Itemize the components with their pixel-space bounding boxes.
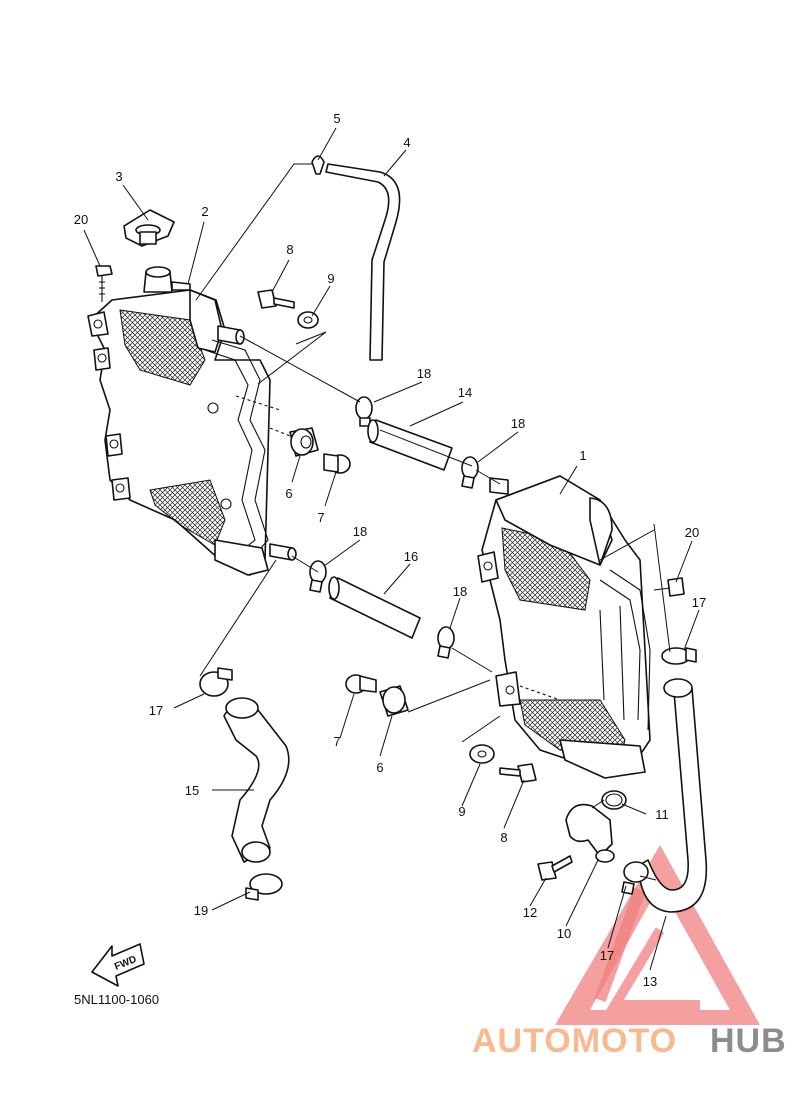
- bolt-8-upper: [257, 289, 295, 309]
- hose-15: [223, 697, 290, 863]
- callout-18-c: 18: [353, 524, 367, 539]
- callout-14: 14: [458, 385, 472, 400]
- callout-labels: 1 2 3 4 5 6 6 7 7 8 8 9 9 10 11 12 13 14…: [74, 111, 706, 989]
- watermark-text: AUTOMOTO HUB: [472, 1022, 787, 1060]
- callout-17-right: 17: [692, 595, 706, 610]
- fwd-arrow: FWD: [91, 943, 145, 987]
- left-radiator: [87, 266, 297, 576]
- pipe-hose-14: [367, 419, 453, 471]
- callout-12: 12: [523, 905, 537, 920]
- o-ring-11: [601, 790, 627, 810]
- hose-clamp-17-right: [661, 647, 697, 665]
- collar-7-lower: [345, 674, 377, 694]
- pipe-hose-16: [328, 576, 421, 639]
- callout-1: 1: [579, 448, 586, 463]
- bolt-20-right: [653, 577, 685, 597]
- callout-9-upper: 9: [327, 271, 334, 286]
- callout-20-left: 20: [74, 212, 88, 227]
- hose-joint-10: [565, 803, 615, 863]
- hose-clamp-18-a: [355, 396, 373, 427]
- grommet-6-lower: [379, 685, 409, 717]
- callout-leaders: [83, 127, 700, 971]
- right-radiator: [477, 475, 651, 779]
- hose-clamp-18-b: [461, 456, 479, 489]
- callout-7-upper: 7: [317, 510, 324, 525]
- callout-8-lower: 8: [500, 830, 507, 845]
- callout-8-upper: 8: [286, 242, 293, 257]
- grommet-6-upper: [289, 427, 319, 457]
- collar-9-lower: [469, 744, 495, 764]
- callout-20-right: 20: [685, 525, 699, 540]
- hose-clamp-19: [245, 873, 283, 901]
- hose-13: [627, 678, 708, 913]
- bolt-12: [537, 855, 573, 881]
- bolt-20-left: [95, 265, 113, 302]
- callout-17-left: 17: [149, 703, 163, 718]
- collar-9-upper: [297, 311, 319, 329]
- callout-17-lower: 17: [600, 948, 614, 963]
- radiator-cap: [123, 209, 175, 247]
- callout-9-lower: 9: [458, 804, 465, 819]
- hose-clip-5: [311, 155, 325, 175]
- callout-10: 10: [557, 926, 571, 941]
- callout-19: 19: [194, 903, 208, 918]
- collar-7-upper: [323, 453, 351, 474]
- watermark-triangle: [555, 845, 760, 1025]
- callout-6-upper: 6: [285, 486, 292, 501]
- callout-5: 5: [333, 111, 340, 126]
- callout-6-lower: 6: [376, 760, 383, 775]
- watermark-part1: AUTOMOTO: [472, 1022, 677, 1060]
- callout-18-d: 18: [453, 584, 467, 599]
- callout-3: 3: [115, 169, 122, 184]
- bolt-8-lower: [499, 763, 537, 783]
- callout-11: 11: [655, 807, 669, 822]
- assembly-lines: [195, 163, 671, 881]
- hose-clamp-18-d: [437, 626, 455, 659]
- diagram-code: 5NL1100-1060: [74, 992, 159, 1007]
- watermark-part2: HUB: [710, 1022, 787, 1060]
- breather-hose-4: [325, 163, 401, 361]
- callout-18-b: 18: [511, 416, 525, 431]
- callout-2: 2: [201, 204, 208, 219]
- callout-13: 13: [643, 974, 657, 989]
- callout-18-a: 18: [417, 366, 431, 381]
- callout-15: 15: [185, 783, 199, 798]
- callout-7-lower: 7: [333, 734, 340, 749]
- hose-clamp-17-left: [199, 667, 233, 697]
- callout-4: 4: [403, 135, 410, 150]
- hose-clamp-18-c: [309, 560, 327, 593]
- callout-16: 16: [404, 549, 418, 564]
